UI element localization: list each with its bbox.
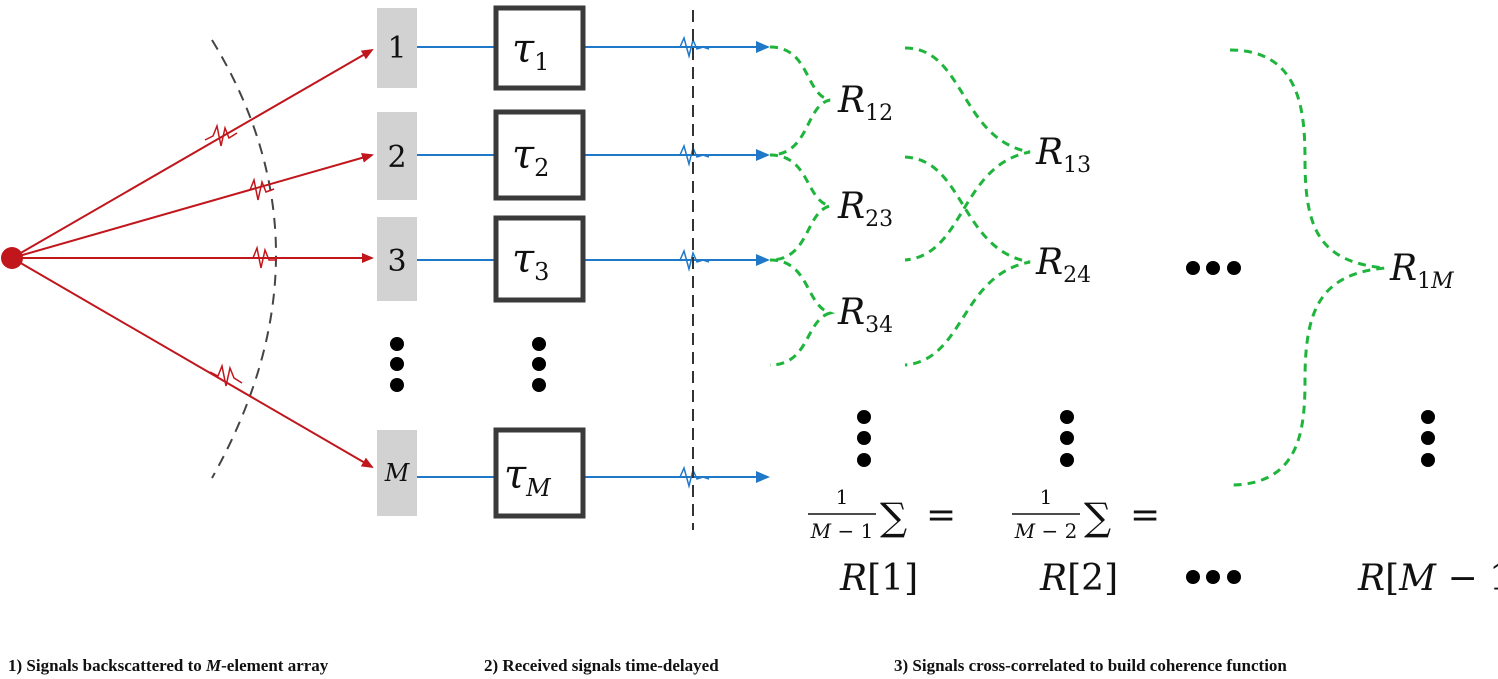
svg-text:1: 1 bbox=[1040, 485, 1053, 509]
signal-lines bbox=[417, 35, 770, 489]
signal-pulse-2 bbox=[674, 143, 710, 167]
corr-label-r1m: R1M bbox=[1389, 248, 1454, 294]
ray-m bbox=[11, 257, 374, 469]
signal-pulse-m bbox=[674, 465, 710, 489]
wavefront-arc bbox=[211, 39, 277, 479]
ray-pulse-3 bbox=[245, 245, 277, 269]
element-label-m: M bbox=[384, 459, 411, 487]
corr-label-r24: R24 bbox=[1035, 242, 1091, 288]
element-label-3: 3 bbox=[387, 244, 406, 279]
coherence-rm1: R[M − 1] bbox=[1357, 558, 1498, 599]
caption-step-2: 2) Received signals time-delayed bbox=[484, 656, 719, 675]
svg-text:=: = bbox=[926, 495, 956, 536]
column-ellipsis-2 bbox=[1060, 410, 1074, 467]
delay-label-m: τM bbox=[504, 452, 552, 502]
svg-text:M − 2: M − 2 bbox=[1014, 519, 1078, 543]
ray-2 bbox=[11, 152, 374, 259]
corr-label-r13: R13 bbox=[1035, 132, 1091, 178]
array-elements: 1 2 3 M bbox=[377, 8, 417, 516]
svg-text:M − 1: M − 1 bbox=[810, 519, 874, 543]
signal-pulse-1 bbox=[674, 35, 710, 59]
horizontal-ellipsis-bottom bbox=[1186, 570, 1241, 584]
horizontal-ellipsis-top bbox=[1186, 261, 1241, 275]
array-element-2 bbox=[377, 112, 417, 200]
element-ellipsis bbox=[390, 337, 404, 392]
delay-box-m bbox=[493, 427, 586, 519]
svg-text:∑: ∑ bbox=[1084, 495, 1111, 539]
svg-text:∑: ∑ bbox=[880, 495, 907, 539]
caption-step-3: 3) Signals cross-correlated to build coh… bbox=[894, 656, 1287, 675]
array-element-3 bbox=[377, 217, 417, 301]
svg-text:1: 1 bbox=[836, 485, 849, 509]
ray-pulse-1 bbox=[204, 123, 238, 147]
delay-box-2 bbox=[493, 109, 586, 201]
brace-r34 bbox=[769, 258, 836, 367]
brace-r12 bbox=[769, 45, 831, 157]
ray-1 bbox=[11, 48, 374, 259]
column-ellipsis-3 bbox=[1421, 410, 1435, 467]
element-label-1: 1 bbox=[387, 31, 406, 66]
corr-label-r34: R34 bbox=[837, 292, 893, 338]
element-label-2: 2 bbox=[387, 140, 406, 175]
delay-label-1: τ1 bbox=[512, 26, 549, 76]
signal-pulse-3 bbox=[674, 248, 710, 272]
sum-formula-2: 1 M − 2 ∑ = bbox=[1012, 485, 1160, 543]
delay-label-2: τ2 bbox=[512, 132, 549, 182]
brace-r23 bbox=[769, 153, 831, 262]
backscatter-rays bbox=[11, 48, 374, 469]
brace-r1m bbox=[1229, 48, 1386, 487]
delay-label-3: τ3 bbox=[512, 236, 549, 286]
brace-r13 bbox=[904, 46, 1031, 262]
svg-text:=: = bbox=[1130, 495, 1160, 536]
array-element-m bbox=[377, 430, 417, 516]
array-element-1 bbox=[377, 8, 417, 88]
coherence-r2: R[2] bbox=[1039, 558, 1118, 599]
brace-r24 bbox=[904, 155, 1031, 367]
ray-pulse-2 bbox=[241, 177, 275, 201]
delay-box-1 bbox=[493, 5, 586, 91]
sum-formula-1: 1 M − 1 ∑ = bbox=[808, 485, 956, 543]
correlation-braces bbox=[769, 45, 1386, 487]
corr-label-r23: R23 bbox=[837, 186, 893, 232]
caption-step-1: 1) Signals backscattered to M-element ar… bbox=[8, 656, 329, 675]
column-ellipsis-1 bbox=[857, 410, 871, 467]
delay-ellipsis bbox=[532, 337, 546, 392]
corr-label-r12: R12 bbox=[837, 80, 893, 126]
ray-pulse-m bbox=[209, 363, 243, 387]
delay-box-3 bbox=[493, 215, 586, 303]
coherence-r1: R[1] bbox=[839, 558, 918, 599]
delay-boxes bbox=[493, 5, 586, 519]
